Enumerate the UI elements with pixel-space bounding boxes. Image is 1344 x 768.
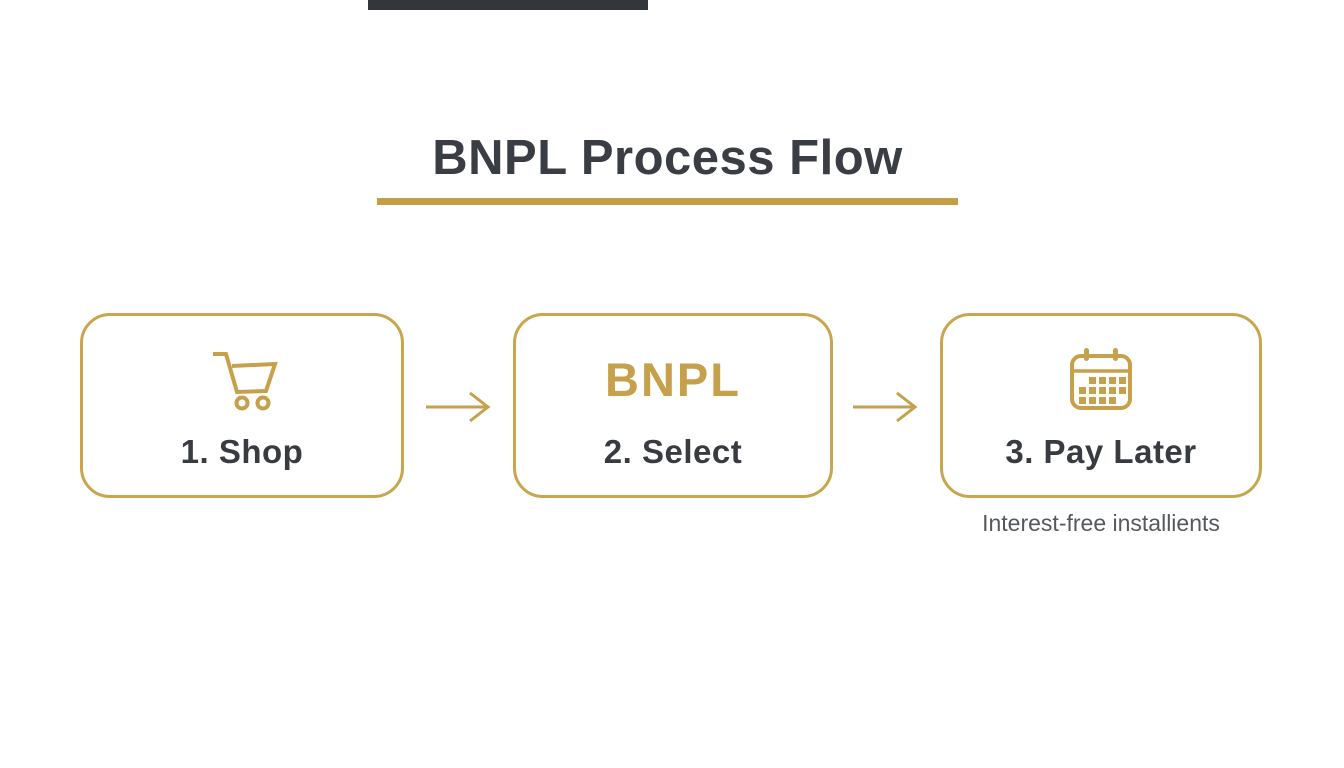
step-card-pay-later: 3. Pay Later [940,313,1262,498]
pay-later-caption: Interest-free installients [982,510,1220,536]
step-label-shop: 1. Shop [180,432,304,470]
arrow-right-icon [853,391,918,423]
page-title: BNPL Process Flow [432,131,903,185]
bnpl-logo: BNPL [605,341,741,419]
top-crop-artifact [368,0,648,10]
step-label-select: 2. Select [603,432,743,470]
step-card-select: BNPL 2. Select [513,313,833,498]
title-underline [377,198,958,205]
arrow-right-icon [426,391,491,423]
step-card-shop: 1. Shop [80,313,404,498]
step-label-pay-later: 3. Pay Later [1005,432,1197,470]
shopping-cart-icon [204,341,280,419]
bnpl-logo-text: BNPL [605,353,741,406]
header: BNPL Process Flow [377,130,958,205]
calendar-icon [1067,341,1135,419]
